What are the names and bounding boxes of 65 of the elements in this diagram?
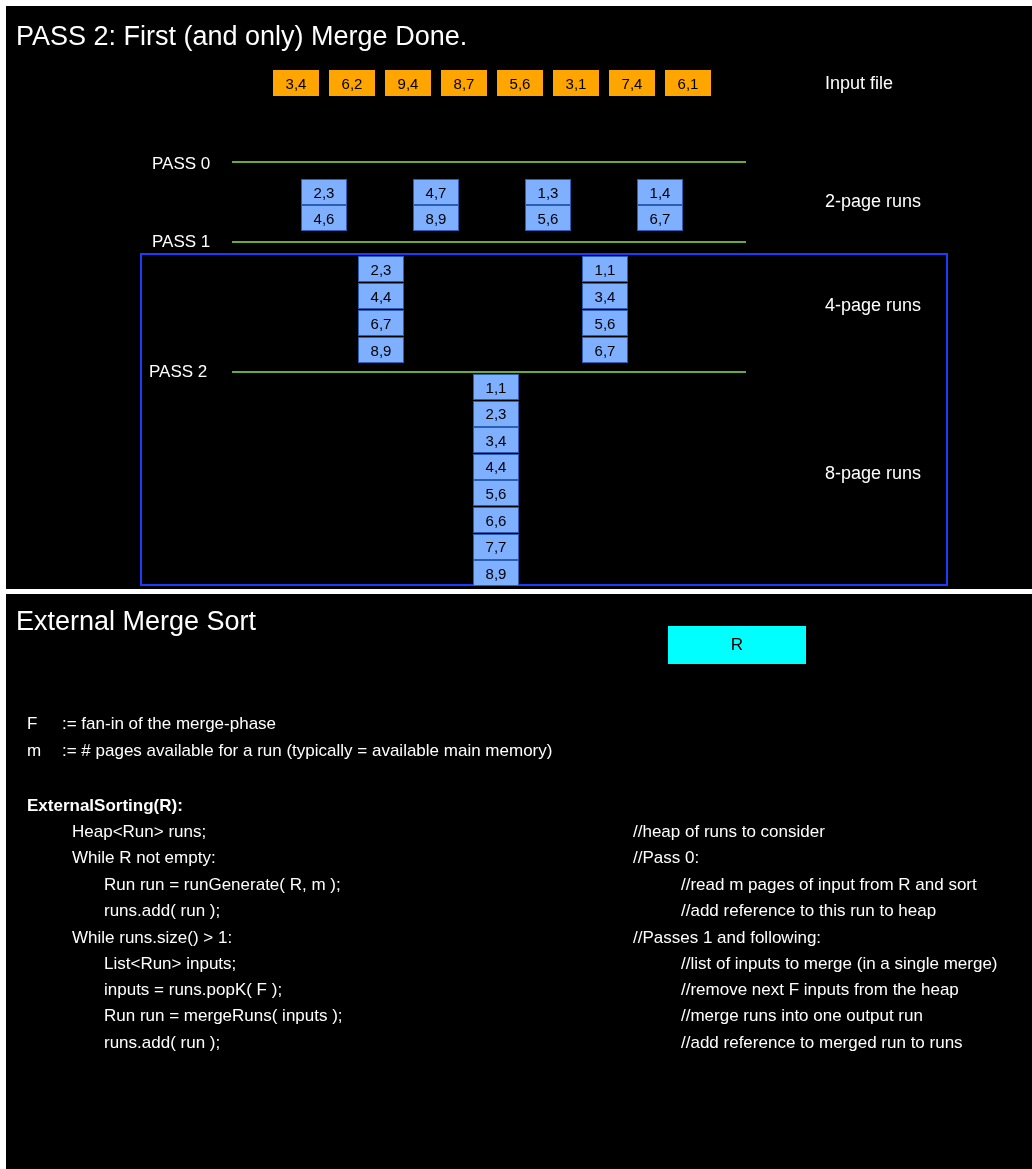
run-page-box: 4,7: [413, 179, 459, 205]
run-page-box: 5,6: [473, 480, 519, 507]
pass-label: PASS 0: [152, 153, 211, 175]
code-line: Run run = mergeRuns( inputs );: [104, 1005, 343, 1027]
run-page-box: 8,9: [413, 205, 459, 231]
input-page-box: 3,4: [273, 70, 319, 96]
run-page-box: 4,6: [301, 205, 347, 231]
run-page-box: 5,6: [525, 205, 571, 231]
code-line: inputs = runs.popK( F );: [104, 979, 283, 1001]
code-comment: //read m pages of input from R and sort: [681, 874, 977, 896]
run-page-box: 1,1: [582, 256, 628, 282]
row-label: 2-page runs: [825, 191, 922, 213]
run-page-box: 3,4: [473, 427, 519, 454]
run-page-box: 2,3: [301, 179, 347, 205]
run-page-box: 6,7: [582, 337, 628, 363]
run-page-box: 6,7: [637, 205, 683, 231]
code-comment: //add reference to merged run to runs: [681, 1032, 963, 1054]
definition-text: := # pages available for a run (typically = available main memory): [62, 740, 553, 762]
relation-box: R: [668, 626, 806, 664]
input-page-box: 6,2: [329, 70, 375, 96]
code-line: While runs.size() > 1:: [72, 927, 233, 949]
run-page-box: 3,4: [582, 283, 628, 309]
code-line: runs.add( run );: [104, 1032, 221, 1054]
code-line: runs.add( run );: [104, 900, 221, 922]
code-comment: //heap of runs to consider: [633, 821, 825, 843]
symbol-label: m: [27, 740, 42, 762]
code-comment: //Pass 0:: [633, 847, 700, 869]
run-page-box: 2,3: [358, 256, 404, 282]
row-label: 8-page runs: [825, 463, 922, 485]
run-page-box: 1,1: [473, 374, 519, 400]
input-page-box: 3,1: [553, 70, 599, 96]
code-line: While R not empty:: [72, 847, 216, 869]
run-page-box: 1,4: [637, 179, 683, 205]
input-page-box: 6,1: [665, 70, 711, 96]
definition-text: := fan-in of the merge-phase: [62, 713, 277, 735]
row-label: Input file: [825, 73, 894, 95]
run-page-box: 8,9: [358, 337, 404, 363]
input-page-box: 5,6: [497, 70, 543, 96]
input-page-box: 9,4: [385, 70, 431, 96]
run-page-box: 8,9: [473, 560, 519, 587]
run-page-box: 7,7: [473, 533, 519, 560]
pass-label: PASS 1: [152, 231, 211, 253]
code-comment: //remove next F inputs from the heap: [681, 979, 959, 1001]
code-comment: //add reference to this run to heap: [681, 900, 937, 922]
code-line: Run run = runGenerate( R, m );: [104, 874, 341, 896]
run-page-box: 2,3: [473, 400, 519, 427]
input-page-box: 7,4: [609, 70, 655, 96]
slide-title: PASS 2: First (and only) Merge Done.: [16, 19, 468, 53]
code-comment: //merge runs into one output run: [681, 1005, 923, 1027]
run-page-box: 4,4: [358, 283, 404, 309]
code-comment: //Passes 1 and following:: [633, 927, 822, 949]
run-page-box: 1,3: [525, 179, 571, 205]
row-label: 4-page runs: [825, 295, 922, 317]
run-page-box: 4,4: [473, 453, 519, 480]
slide-title: External Merge Sort: [16, 604, 257, 638]
pass-label: PASS 2: [149, 361, 208, 383]
symbol-label: F: [27, 713, 38, 735]
input-page-box: 8,7: [441, 70, 487, 96]
run-page-box: 6,6: [473, 507, 519, 533]
code-line: List<Run> inputs;: [104, 953, 237, 975]
code-comment: //list of inputs to merge (in a single merge): [681, 953, 998, 975]
code-line: ExternalSorting(R):: [27, 795, 183, 817]
run-page-box: 5,6: [582, 310, 628, 336]
code-line: Heap<Run> runs;: [72, 821, 207, 843]
run-page-box: 6,7: [358, 310, 404, 336]
